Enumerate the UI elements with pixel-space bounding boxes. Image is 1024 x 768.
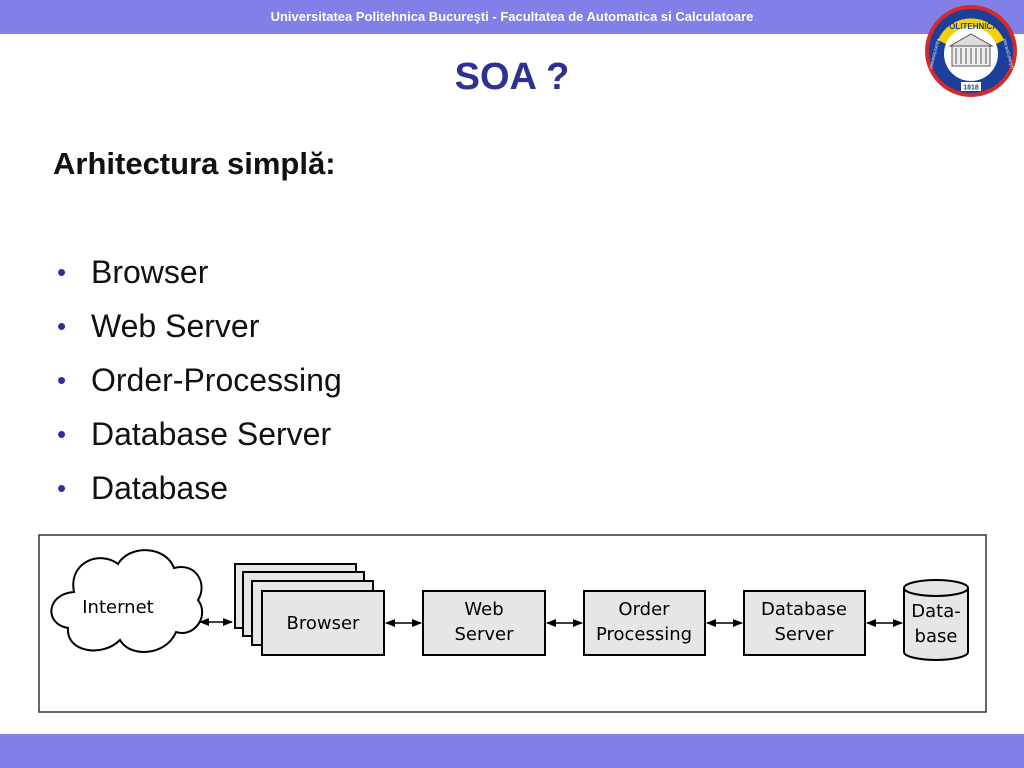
bullet-dot-icon: •	[57, 473, 67, 503]
bullet-item: •Database	[53, 466, 342, 520]
bullet-dot-icon: •	[57, 257, 67, 287]
browser-box	[261, 590, 385, 656]
slide-title: SOA ?	[454, 56, 570, 98]
web-server-box	[422, 590, 546, 656]
internet-label: Internet	[82, 597, 153, 618]
bullet-dot-icon: •	[57, 365, 67, 395]
order-processing-label-line1: Order	[618, 599, 670, 620]
order-processing-box	[583, 590, 706, 656]
database-label-line1: Data-	[911, 601, 960, 622]
architecture-diagram: Internet Browser Web Server Order Proces…	[38, 534, 987, 713]
bullet-item: •Order-Processing	[53, 358, 342, 412]
bullet-list: •Browser •Web Server •Order-Processing •…	[53, 250, 342, 520]
bullet-item: •Database Server	[53, 412, 342, 466]
building-icon	[948, 33, 994, 67]
bullet-item: •Browser	[53, 250, 342, 304]
bullet-dot-icon: •	[57, 311, 67, 341]
browser-label: Browser	[287, 613, 361, 634]
database-server-label-line2: Server	[774, 624, 834, 645]
logo-year: 1818	[963, 85, 979, 92]
header-bar	[0, 0, 1024, 34]
institution-name: Universitatea Politehnica Bucureşti - Fa…	[270, 9, 754, 24]
bullet-item: •Web Server	[53, 304, 342, 358]
footer-bar	[0, 734, 1024, 768]
database-server-label-line1: Database	[761, 599, 847, 620]
university-logo: POLITEHNICA UNIVERSITATEA DIN BUCUREŞTI …	[925, 5, 1017, 97]
database-server-box	[743, 590, 866, 656]
database-label-line2: base	[915, 626, 958, 647]
database-cylinder-icon	[903, 579, 969, 661]
logo-top-text: POLITEHNICA	[944, 22, 998, 31]
bullet-dot-icon: •	[57, 419, 67, 449]
slide-subtitle: Arhitectura simplă:	[53, 146, 336, 181]
web-server-label-line1: Web	[464, 599, 503, 620]
logo-top-band	[938, 18, 1004, 44]
web-server-label-line2: Server	[454, 624, 514, 645]
internet-cloud-icon	[50, 549, 204, 653]
order-processing-label-line2: Processing	[596, 624, 692, 645]
